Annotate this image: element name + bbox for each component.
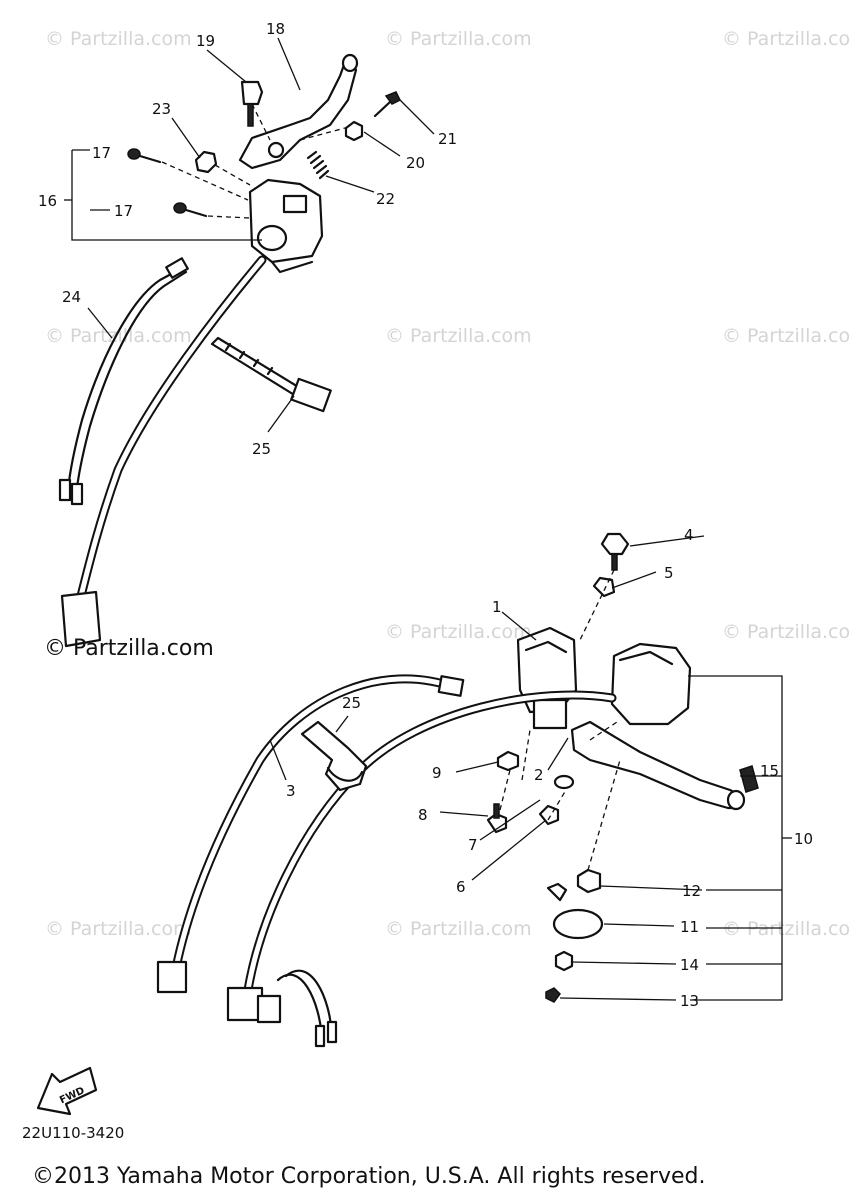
callout-16: 16: [38, 192, 57, 210]
callout-20: 20: [406, 154, 425, 172]
callout-15: 15: [760, 762, 779, 780]
screw-17a: [127, 148, 162, 164]
cable-band-25-upper: [210, 336, 332, 413]
callout-18: 18: [266, 20, 285, 38]
switch-cable: [60, 255, 267, 648]
copyright-notice: ©2013 Yamaha Motor Corporation, U.S.A. A…: [32, 1164, 706, 1189]
nut-20: [344, 120, 364, 142]
callout-10: 10: [794, 830, 813, 848]
washer-5: [592, 576, 616, 598]
nut-23: [194, 150, 218, 174]
callout-22: 22: [376, 190, 395, 208]
brake-lever: [570, 720, 746, 811]
callouts: 19 18 23 21 20 22 17 17 16 24 25 4 5 1 2…: [38, 20, 813, 1010]
bolt-4: [600, 532, 630, 571]
callout-5: 5: [664, 564, 674, 582]
spring-22: [306, 150, 330, 180]
watermark: © Partzilla.com: [722, 28, 849, 50]
callout-3: 3: [286, 782, 296, 800]
left-switch-housing: [248, 178, 324, 274]
clutch-lever: [238, 53, 359, 170]
clutch-switch-lead: [58, 257, 189, 506]
diagram-code: 22U110-3420: [22, 1124, 125, 1142]
callout-17a: 17: [92, 144, 111, 162]
watermarks: © Partzilla.com © Partzilla.com © Partzi…: [45, 28, 849, 940]
watermark: © Partzilla.com: [45, 325, 192, 347]
watermark: © Partzilla.com: [45, 918, 192, 940]
lower-left-cable-3: [156, 674, 465, 994]
callout-24: 24: [62, 288, 81, 306]
leader-lines-upper: [161, 103, 346, 219]
watermark: © Partzilla.com: [385, 325, 532, 347]
cable-band-25-lower: [300, 720, 368, 792]
callout-6: 6: [456, 878, 466, 896]
bolt-21: [373, 91, 402, 118]
inline-watermark: © Partzilla.com: [44, 636, 214, 661]
screw-17b: [173, 202, 208, 218]
bracket-10: [688, 675, 792, 1001]
bracket-16: [64, 149, 262, 241]
leader-lines-lower: [499, 569, 621, 871]
callout-leaders: [87, 37, 705, 1001]
watermark: © Partzilla.com: [45, 28, 192, 50]
callout-12: 12: [682, 882, 701, 900]
callout-9: 9: [432, 764, 442, 782]
lever-bolt-19: [240, 80, 264, 127]
watermark: © Partzilla.com: [722, 918, 849, 940]
watermark: © Partzilla.com: [385, 621, 532, 643]
small-parts-lower: [486, 750, 604, 1003]
callout-25a: 25: [252, 440, 271, 458]
watermark: © Partzilla.com: [722, 325, 849, 347]
callout-21: 21: [438, 130, 457, 148]
callout-1: 1: [492, 598, 502, 616]
master-cylinder-holder-1: [516, 626, 578, 730]
callout-2: 2: [534, 766, 544, 784]
right-switch-housing: [610, 642, 692, 726]
callout-8: 8: [418, 806, 428, 824]
callout-11: 11: [680, 918, 699, 936]
callout-4: 4: [684, 526, 694, 544]
fwd-arrow-icon: FWD: [36, 1066, 98, 1116]
watermark: © Partzilla.com: [385, 918, 532, 940]
callout-7: 7: [468, 836, 478, 854]
watermark: © Partzilla.com: [385, 28, 532, 50]
watermark: © Partzilla.com: [722, 621, 849, 643]
callout-13: 13: [680, 992, 699, 1010]
screw-15: [739, 765, 759, 793]
callout-25b: 25: [342, 694, 361, 712]
callout-19: 19: [196, 32, 215, 50]
callout-17b: 17: [114, 202, 133, 220]
callout-14: 14: [680, 956, 699, 974]
callout-23: 23: [152, 100, 171, 118]
